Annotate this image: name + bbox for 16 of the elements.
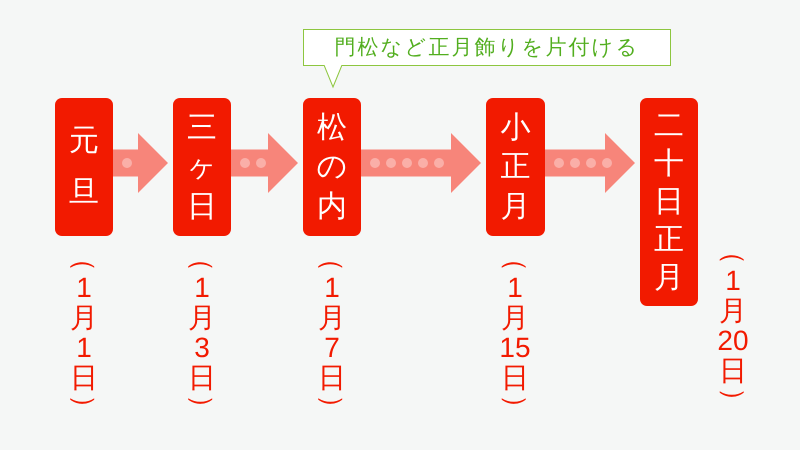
- event-box: [173, 98, 231, 236]
- event-name: 松の内: [316, 110, 348, 224]
- event-name: 元旦: [69, 122, 99, 212]
- callout-text: 門松など正月飾りを片付ける: [334, 34, 640, 61]
- event-box: [486, 98, 545, 236]
- date-label: （1月7日）: [318, 243, 346, 423]
- event-name: 三ヶ日: [186, 110, 218, 224]
- event-box: [55, 98, 113, 236]
- event-box: [640, 98, 698, 306]
- date-label: （1月20日）: [717, 236, 749, 416]
- event-name: 二十日正月: [654, 108, 684, 296]
- date-label: （1月1日）: [70, 243, 98, 423]
- date-label: （1月15日）: [499, 243, 531, 423]
- event-name: 小正月: [500, 110, 530, 224]
- date-label: （1月3日）: [188, 243, 216, 423]
- event-box: [303, 98, 361, 236]
